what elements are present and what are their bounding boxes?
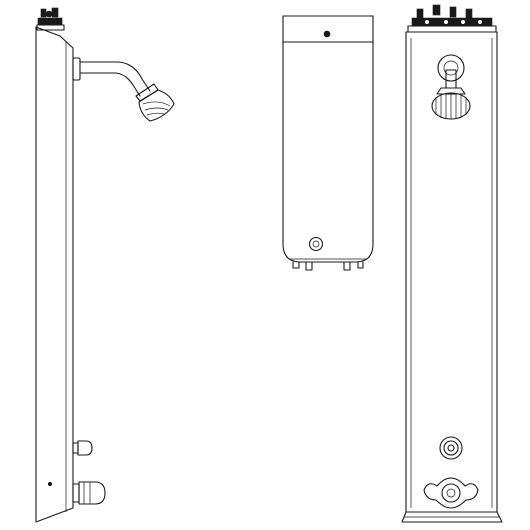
side-top-valve-icon [36,7,65,31]
side-panel-body [35,26,74,523]
side-screw-icon [47,481,53,487]
front-panel-body [401,31,503,523]
top-view [282,15,374,271]
front-view [401,4,503,523]
side-push-button-icon [72,440,93,456]
side-shower-arm [72,57,151,97]
side-shower-head-icon [135,83,175,122]
front-mixer-knob-icon [423,477,479,509]
front-push-button-icon [439,436,463,460]
front-top-valve-icon [407,4,497,33]
top-outlet-icon [308,236,324,252]
side-view [35,7,175,523]
side-mixer-knob-icon [72,481,106,505]
top-mount-feet [290,258,366,271]
top-screw-icon [323,30,331,38]
front-shower-head-icon [431,54,471,120]
